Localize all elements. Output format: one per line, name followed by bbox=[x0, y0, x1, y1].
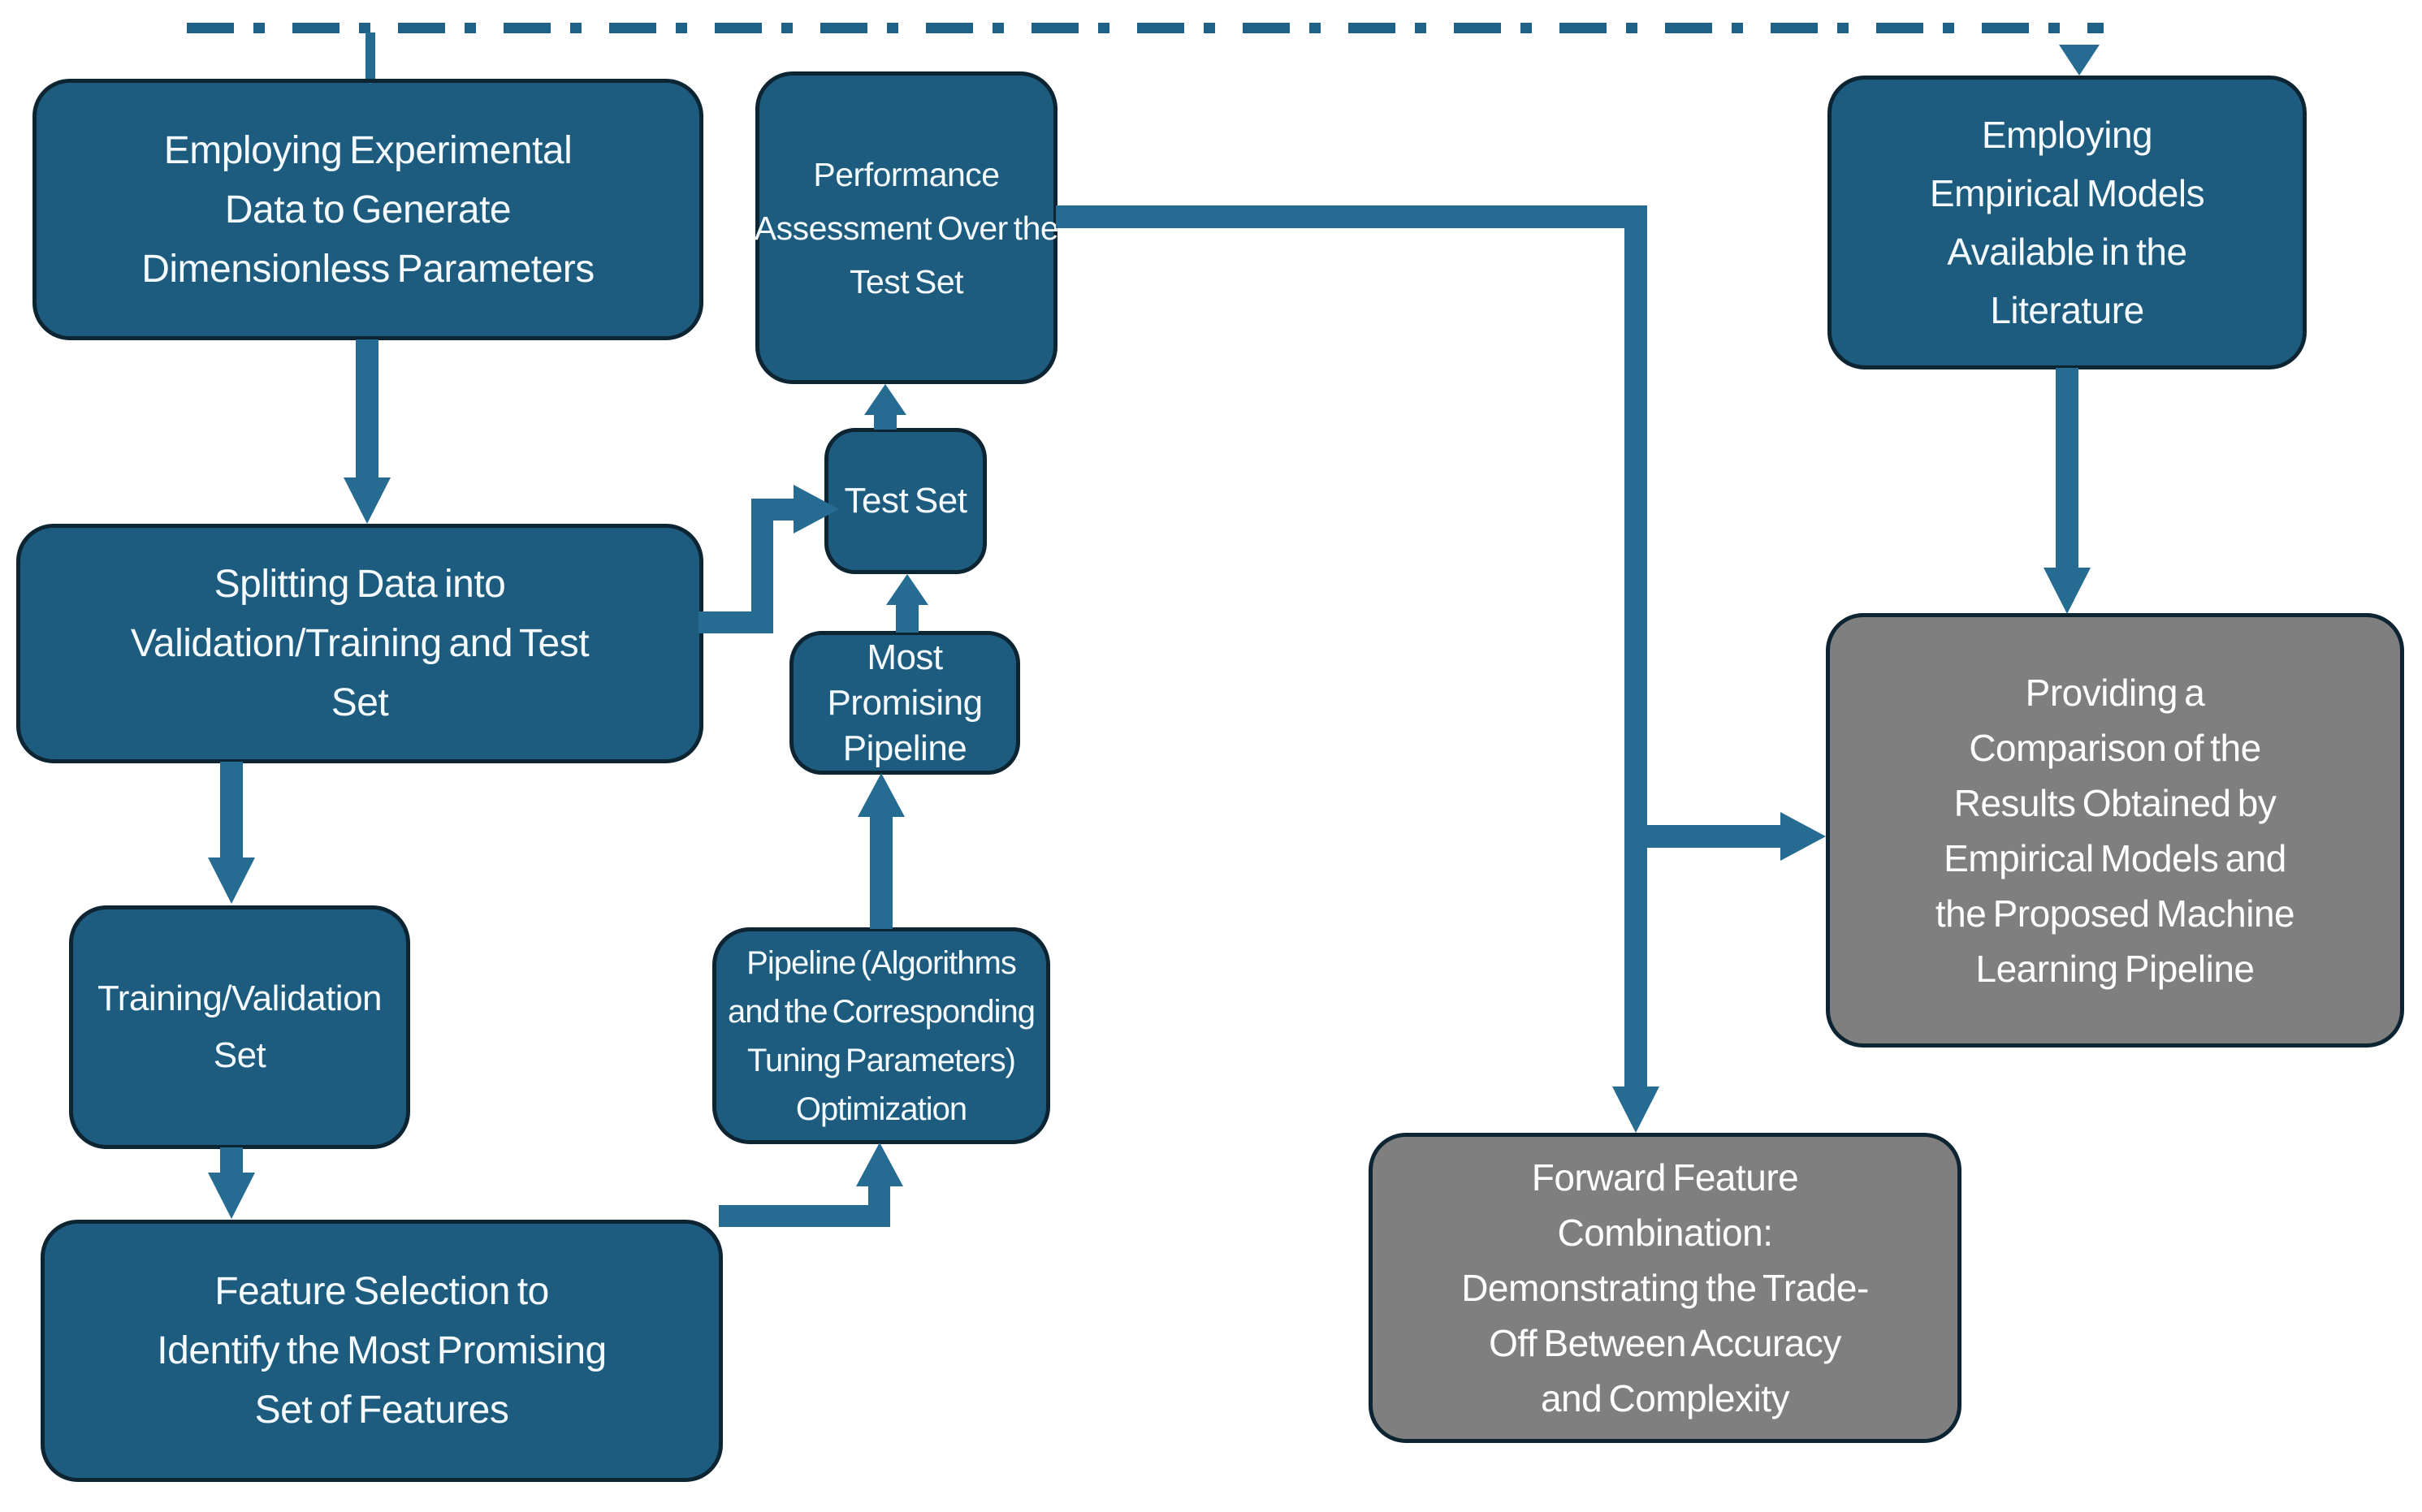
elbow-splitting-to-testset-h2 bbox=[772, 499, 795, 521]
node-text-line: Promising bbox=[827, 682, 983, 723]
elbow-splitting-to-testset-v bbox=[751, 499, 773, 633]
node-text-line: Empirical Models bbox=[1929, 172, 2205, 214]
elbow-feature-to-pipeline-h bbox=[719, 1205, 890, 1227]
arrowhead-down-icon bbox=[344, 477, 391, 524]
node-comparison-results: Providing a Comparison of the Results Ob… bbox=[1826, 613, 2404, 1048]
node-text-line: Pipeline bbox=[842, 728, 967, 768]
node-employing-experimental-data: Employing Experimental Data to Generate … bbox=[32, 79, 703, 340]
node-text-line: Set bbox=[213, 1035, 266, 1075]
node-test-set: Test Set bbox=[824, 428, 987, 574]
node-text-line: Forward Feature bbox=[1531, 1156, 1799, 1199]
node-training-validation-set: Training/Validation Set bbox=[69, 905, 410, 1149]
node-text-line: Available in the bbox=[1947, 231, 2187, 273]
node-pipeline-optimization: Pipeline (Algorithms and the Correspondi… bbox=[712, 927, 1050, 1144]
node-text-line: Data to Generate bbox=[224, 188, 512, 231]
node-text-line: Performance bbox=[813, 155, 1000, 193]
node-text-line: Learning Pipeline bbox=[1975, 947, 2255, 990]
node-text-line: Employing Experimental bbox=[163, 128, 573, 172]
branch-trunk-to-comparison bbox=[1624, 825, 1780, 848]
trunk-performance-v bbox=[1624, 205, 1647, 1088]
node-performance-assessment: Performance Assessment Over the Test Set bbox=[754, 71, 1059, 384]
arrowhead-up-icon bbox=[886, 574, 928, 605]
trunk-performance-h bbox=[1056, 205, 1647, 228]
dashdot-stub-connector bbox=[365, 32, 375, 79]
arrowhead-up-icon bbox=[864, 384, 906, 415]
elbow-feature-to-pipeline-v bbox=[868, 1186, 890, 1227]
node-text-line: Assessment Over the bbox=[754, 209, 1059, 247]
arrowhead-right-icon bbox=[1780, 812, 1826, 861]
arrow-promising-to-testset bbox=[896, 603, 919, 633]
dash-dot-line bbox=[187, 23, 2104, 33]
arrowhead-up-icon bbox=[856, 1143, 903, 1186]
node-text-line: and Complexity bbox=[1540, 1377, 1790, 1419]
arrow-splitting-to-training bbox=[220, 762, 243, 859]
node-text-line: Providing a bbox=[2025, 671, 2205, 714]
node-text-line: Test Set bbox=[849, 262, 964, 300]
node-text-line: Validation/Training and Test bbox=[130, 622, 590, 665]
arrowhead-down-icon bbox=[208, 1173, 255, 1219]
node-text-line: Off Between Accuracy bbox=[1489, 1322, 1841, 1364]
node-text-line: Results Obtained by bbox=[1953, 781, 2277, 824]
arrowhead-right-icon bbox=[794, 485, 839, 534]
node-text-line: Training/Validation bbox=[97, 978, 383, 1018]
arrow-pipeline-to-promising bbox=[870, 817, 893, 929]
dashdot-arrowhead-icon bbox=[2059, 45, 2100, 76]
node-text-line: Test Set bbox=[844, 481, 967, 521]
node-most-promising-pipeline: Most Promising Pipeline bbox=[789, 631, 1020, 775]
node-text-line: Splitting Data into bbox=[214, 563, 506, 606]
arrowhead-up-icon bbox=[858, 773, 905, 817]
node-text-line: Comparison of the bbox=[1969, 726, 2261, 769]
node-text-line: Demonstrating the Trade- bbox=[1461, 1267, 1869, 1309]
arrow-training-to-feature bbox=[220, 1147, 243, 1174]
node-text-line: Optimization bbox=[795, 1091, 967, 1127]
node-text-line: Employing bbox=[1981, 114, 2153, 156]
node-text-line: Dimensionless Parameters bbox=[141, 247, 595, 291]
node-employing-empirical-models: Employing Empirical Models Available in … bbox=[1827, 76, 2307, 369]
node-text-line: the Proposed Machine bbox=[1935, 892, 2295, 935]
node-text-line: Pipeline (Algorithms bbox=[746, 944, 1017, 981]
node-splitting-data: Splitting Data into Validation/Training … bbox=[16, 524, 703, 763]
arrow-empirical-to-comparison bbox=[2056, 368, 2078, 569]
node-text-line: Tuning Parameters) bbox=[747, 1042, 1016, 1078]
node-text-line: Set bbox=[331, 681, 389, 724]
arrow-testset-to-performance bbox=[874, 413, 897, 430]
arrowhead-down-icon bbox=[1612, 1086, 1659, 1133]
node-text-line: Set of Features bbox=[254, 1389, 509, 1432]
arrowhead-down-icon bbox=[208, 858, 255, 904]
node-text-line: Literature bbox=[1990, 289, 2144, 331]
node-feature-selection: Feature Selection to Identify the Most P… bbox=[41, 1220, 723, 1482]
arrow-experimental-to-splitting bbox=[356, 339, 378, 477]
node-text-line: Most bbox=[867, 637, 943, 677]
node-text-line: Feature Selection to bbox=[214, 1270, 549, 1313]
arrowhead-down-icon bbox=[2044, 568, 2091, 614]
node-text-line: Identify the Most Promising bbox=[157, 1329, 607, 1372]
node-text-line: Empirical Models and bbox=[1944, 836, 2286, 879]
node-text-line: and the Corresponding bbox=[728, 993, 1036, 1030]
node-text-line: Combination: bbox=[1557, 1212, 1773, 1254]
node-forward-feature-combination: Forward Feature Combination: Demonstrati… bbox=[1369, 1133, 1961, 1443]
